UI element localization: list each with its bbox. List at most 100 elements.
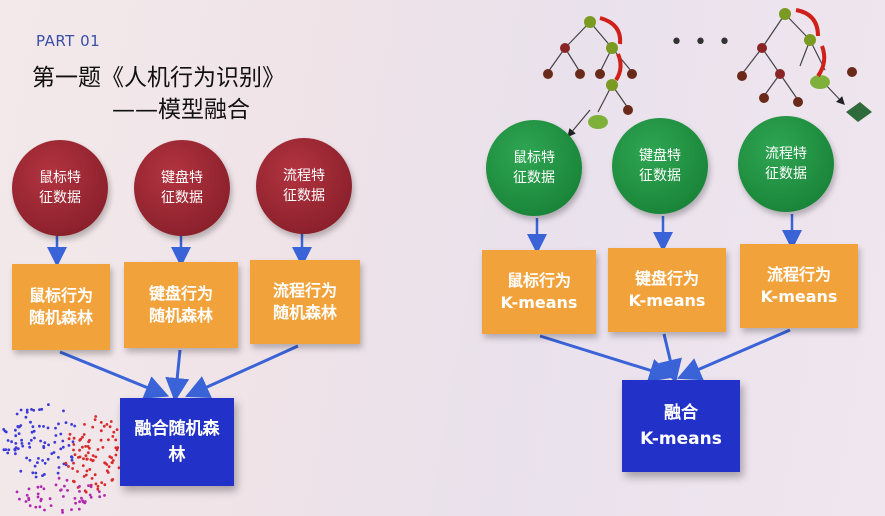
scatter-dot — [82, 475, 86, 478]
path-highlight — [816, 45, 827, 78]
path-highlight — [614, 53, 623, 82]
scatter-dot — [31, 425, 35, 429]
scatter-dot — [79, 437, 83, 441]
scatter-dot — [38, 408, 41, 411]
scatter-dot — [33, 464, 37, 468]
scatter-dot — [46, 426, 50, 430]
scatter-dot — [20, 438, 23, 442]
scatter-dot — [100, 481, 104, 484]
scatter-dot — [46, 457, 50, 461]
tree-leaf — [627, 69, 637, 79]
scatter-dot — [105, 463, 109, 466]
scatter-dot — [63, 484, 66, 488]
scatter-dot — [28, 445, 32, 449]
scatter-dot — [81, 445, 84, 449]
scatter-dot — [14, 434, 18, 438]
scatter-dot — [34, 471, 38, 475]
scatter-dot — [70, 455, 73, 458]
scatter-dot — [15, 412, 19, 416]
scatter-dot — [32, 408, 36, 412]
scatter-dot — [14, 446, 18, 450]
scatter-dot — [96, 485, 100, 488]
arrow-left-merge-1 — [59, 350, 170, 399]
scatter-dot — [73, 453, 77, 456]
scatter-dot — [61, 511, 64, 514]
scatter-dot — [36, 461, 39, 464]
source-circle-mouse-left: 鼠标特 征数据 — [12, 140, 108, 236]
scatter-dot — [114, 438, 118, 442]
scatter-dot — [65, 478, 69, 482]
model-box-mouse-rf: 鼠标行为 随机森林 — [12, 264, 110, 350]
scatter-dot — [31, 471, 35, 475]
scatter-dot — [76, 470, 79, 473]
scatter-dot — [21, 444, 25, 448]
scatter-dot — [61, 445, 65, 449]
scatter-dot — [27, 498, 31, 502]
scatter-dot — [28, 504, 32, 508]
slide-subtitle: ——模型融合 — [112, 97, 250, 123]
scatter-dot — [39, 499, 43, 503]
scatter-dot — [28, 458, 32, 462]
scatter-dot — [70, 458, 74, 462]
scatter-dot — [19, 469, 23, 473]
fusion-box-kmeans: 融合 K-means — [622, 380, 740, 472]
scatter-dot — [78, 500, 81, 504]
scatter-dot — [72, 480, 76, 484]
scatter-dot — [88, 493, 92, 497]
scatter-dot — [78, 490, 81, 493]
scatter-dot — [42, 487, 46, 491]
scatter-dot — [29, 420, 32, 424]
scatter-dot — [57, 476, 61, 480]
scatter-dot — [85, 469, 89, 473]
scatter-dot — [78, 485, 81, 488]
scatter-dot — [15, 490, 19, 494]
model-box-keyboard-rf: 键盘行为 随机森林 — [124, 262, 238, 348]
scatter-dot — [42, 425, 45, 428]
scatter-dot — [43, 461, 47, 465]
scatter-dot — [20, 442, 24, 445]
scatter-dot — [59, 432, 63, 436]
scatter-dot — [56, 471, 60, 475]
scatter-dot — [19, 424, 23, 427]
scatter-dot — [59, 488, 63, 492]
tree-leaf — [575, 69, 585, 79]
model-box-process-kmeans: 流程行为 K-means — [740, 244, 858, 328]
scatter-dot — [94, 455, 98, 459]
scatter-dot — [57, 456, 60, 459]
scatter-dot — [108, 425, 112, 429]
scatter-dot — [84, 490, 88, 494]
scatter-dot — [102, 424, 106, 428]
scatter-dot — [71, 467, 74, 470]
tree-leaf — [737, 71, 747, 81]
scatter-dot — [25, 456, 28, 460]
scatter-dot — [49, 504, 53, 507]
scatter-dot — [36, 495, 40, 499]
tree-leaf-green — [588, 115, 608, 129]
slide-title: 第一题《人机行为识别》 — [32, 65, 285, 91]
scatter-dot — [111, 435, 115, 438]
scatter-dot — [78, 448, 81, 452]
scatter-dot — [85, 457, 89, 461]
model-box-mouse-kmeans: 鼠标行为 K-means — [482, 250, 596, 334]
scatter-dot — [82, 457, 85, 461]
scatter-dot — [54, 434, 58, 437]
scatter-dot — [39, 439, 42, 443]
scatter-dot — [88, 446, 91, 450]
scatter-cluster-decoration — [2, 403, 124, 514]
tree-node — [606, 42, 618, 54]
tree-leaf — [759, 93, 769, 103]
scatter-dot — [89, 495, 93, 499]
scatter-dot — [72, 436, 76, 440]
scatter-dot — [103, 461, 106, 465]
scatter-dot — [105, 469, 109, 473]
scatter-dot — [94, 415, 98, 418]
scatter-dot — [54, 426, 57, 430]
model-box-keyboard-kmeans: 键盘行为 K-means — [608, 248, 726, 332]
scatter-dot — [110, 461, 114, 464]
scatter-dot — [84, 473, 88, 477]
scatter-dot — [29, 438, 33, 442]
scatter-dot — [67, 437, 71, 441]
arrow-right-merge-2 — [658, 333, 682, 384]
scatter-dot — [14, 452, 17, 456]
